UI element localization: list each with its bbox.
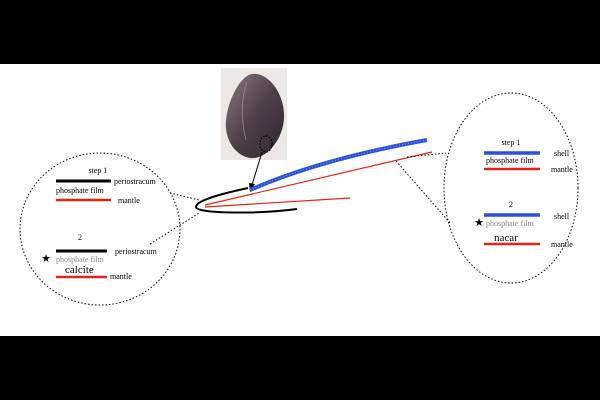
left-step1-periostracum-label: periostracum (114, 177, 157, 186)
left-step1-mantle-label: mantle (118, 196, 140, 205)
right-step2-heading: 2 (509, 200, 513, 209)
right-step2-shell-label: shell (554, 212, 570, 221)
right-step1-heading: step 1 (502, 138, 521, 147)
right-bubble: step 1 shell phosphate film mantle 2 she… (395, 92, 579, 284)
right-step1-shell-label: shell (554, 149, 570, 158)
left-step2-phosphate-label: phosphate film (56, 255, 105, 264)
left-step1-phosphate-label: phosphate film (56, 186, 105, 195)
mantle-line-upper (204, 151, 433, 206)
mantle-line-lower (204, 197, 351, 208)
left-step2-periostracum-label: periostracum (115, 247, 158, 256)
right-step2-deposit-label: nacar (494, 232, 518, 244)
right-step1-phosphate-label: phosphate film (486, 156, 535, 165)
right-step2-mantle-label: mantle (551, 240, 573, 249)
dotted-circle-highlight (259, 135, 273, 153)
right-step2-phosphate-label: phosphate film (486, 219, 535, 228)
left-step1-heading: step 1 (89, 166, 108, 175)
left-step2-mantle-label: mantle (110, 272, 132, 281)
periostracum-loop (194, 187, 298, 214)
star-icon: ★ (474, 216, 484, 229)
shell-cross-section (194, 138, 433, 214)
right-step1-mantle-label: mantle (551, 165, 573, 174)
left-step2-deposit-label: calcite (65, 264, 94, 276)
left-step2-heading: 2 (78, 233, 82, 242)
star-icon: ★ (41, 252, 51, 265)
mussel-photo (221, 68, 287, 160)
left-bubble: step 1 periostracum phosphate film mantl… (19, 152, 200, 306)
